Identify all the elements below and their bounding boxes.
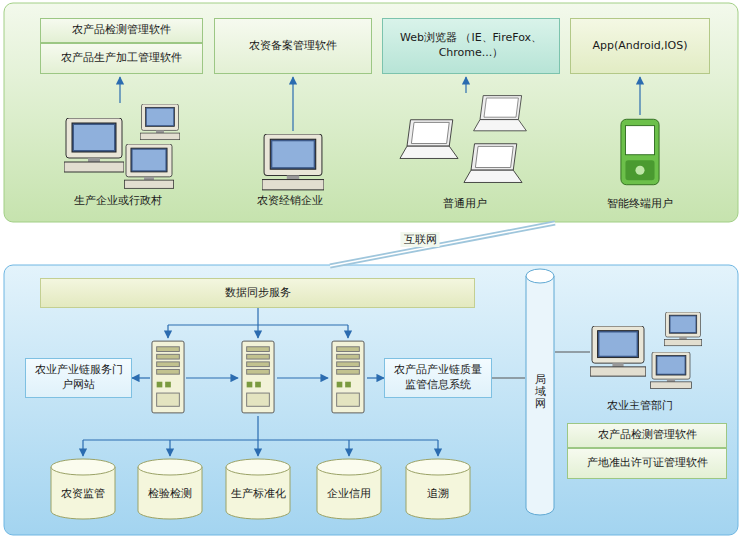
caption-label: 互联网 bbox=[401, 232, 440, 247]
node-text: 农产品生产加工管理软件 bbox=[61, 51, 182, 66]
node-text: 企业信用 bbox=[327, 487, 371, 502]
database-cylinder: 农资监管 bbox=[50, 458, 116, 520]
cylinder-top bbox=[226, 459, 290, 475]
caption-label: 智能终端用户 bbox=[607, 196, 673, 211]
node-text: 产地准出许可证管理软件 bbox=[587, 456, 708, 471]
node-text: Web浏览器 （IE、FireFox、Chrome...） bbox=[388, 31, 554, 61]
cylinder-top bbox=[317, 459, 381, 475]
browser-box: Web浏览器 （IE、FireFox、Chrome...） bbox=[382, 18, 560, 74]
software-box: 农产品生产加工管理软件 bbox=[40, 43, 203, 74]
node-text: 农业产业链服务门户网站 bbox=[31, 363, 126, 393]
node-text: 农资监管 bbox=[61, 487, 105, 502]
system-box: 农业产业链服务门户网站 bbox=[25, 358, 132, 398]
caption-label: 生产企业或行政村 bbox=[74, 193, 162, 208]
cylinder-top bbox=[406, 459, 470, 475]
software-box: 农产品检测管理软件 bbox=[567, 423, 727, 448]
software-box: 产地准出许可证管理软件 bbox=[567, 448, 727, 479]
cylinder-top bbox=[138, 459, 202, 475]
app-box: App(Android,IOS) bbox=[570, 18, 710, 74]
node-text: App(Android,IOS) bbox=[593, 39, 688, 54]
database-cylinder: 企业信用 bbox=[316, 458, 382, 520]
node-text: 农产品检测管理软件 bbox=[598, 428, 697, 443]
node-text: 数据同步服务 bbox=[225, 286, 291, 301]
node-text: 追溯 bbox=[427, 487, 449, 502]
software-box: 农产品检测管理软件 bbox=[40, 18, 203, 43]
caption-label: 农资经销企业 bbox=[257, 193, 323, 208]
connector bbox=[492, 377, 525, 378]
node-text: 农产品检测管理软件 bbox=[72, 23, 171, 38]
database-cylinder: 检验检测 bbox=[137, 458, 203, 520]
node-text: 局域网 bbox=[535, 374, 546, 410]
database-cylinder: 生产标准化 bbox=[225, 458, 291, 520]
caption-label: 农业主管部门 bbox=[607, 398, 673, 413]
node-text: 生产标准化 bbox=[231, 487, 286, 502]
service-band: 数据同步服务 bbox=[40, 278, 475, 308]
network-cylinder: 局域网 bbox=[525, 268, 555, 516]
node-text: 农资备案管理软件 bbox=[249, 39, 337, 54]
node-text: 农产品产业链质量监管信息系统 bbox=[390, 363, 486, 393]
caption-label: 普通用户 bbox=[443, 196, 487, 211]
software-box: 农资备案管理软件 bbox=[214, 18, 372, 74]
node-text: 检验检测 bbox=[148, 487, 192, 502]
cylinder-body bbox=[526, 276, 554, 515]
database-cylinder: 追溯 bbox=[405, 458, 471, 520]
cylinder-top bbox=[51, 459, 115, 475]
system-box: 农产品产业链质量监管信息系统 bbox=[384, 358, 492, 398]
cylinder-top bbox=[526, 269, 554, 283]
